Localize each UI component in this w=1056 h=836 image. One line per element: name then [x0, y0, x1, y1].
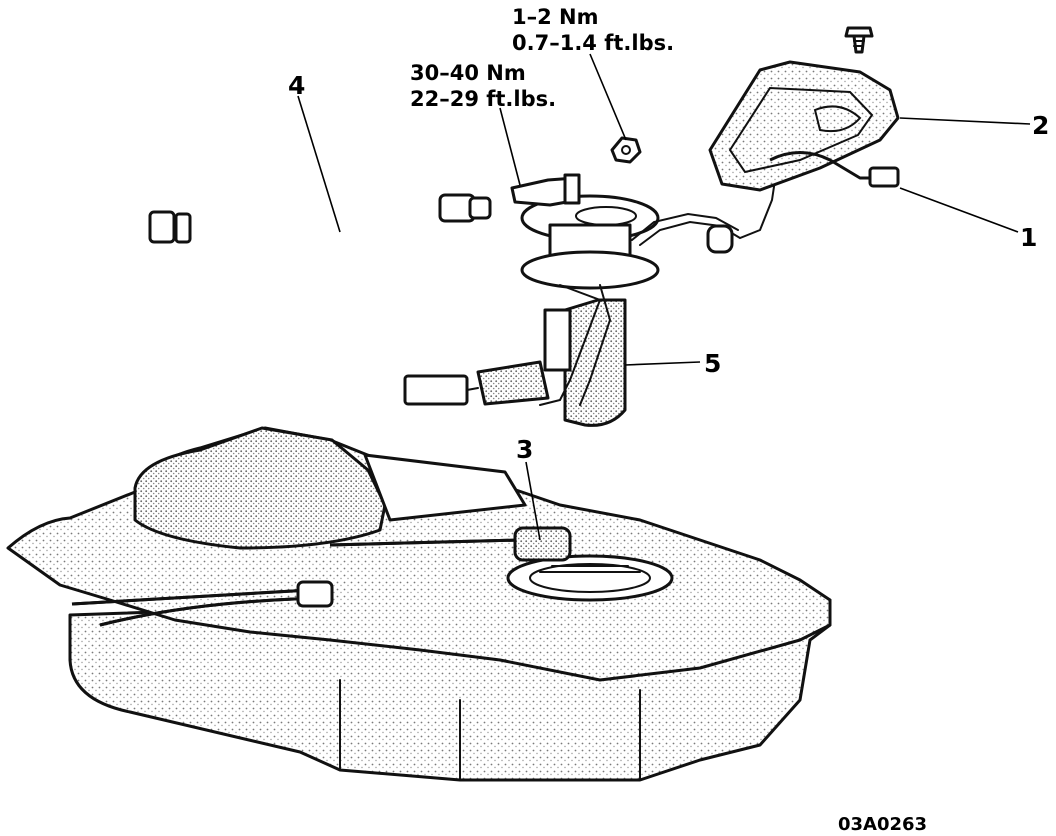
fuel-pump-assembly [403, 173, 776, 427]
figure-code: 03A0263 [838, 814, 927, 835]
leader-torque-hose [499, 107, 521, 186]
torque-spec-hose: 30–40 Nm 22–29 ft.lbs. [410, 61, 556, 111]
torque-hose-line2: 22–29 ft.lbs. [410, 87, 556, 111]
leader-5 [624, 361, 701, 366]
fuel-hose [14, 193, 492, 244]
callout-2: 2 [1032, 111, 1049, 140]
leader-torque-screw [589, 53, 627, 141]
fuel-tank [6, 426, 832, 782]
callout-4: 4 [288, 71, 305, 100]
leader-lines [297, 53, 1031, 541]
torque-screw-line2: 0.7–1.4 ft.lbs. [512, 31, 674, 55]
torque-spec-screw: 1–2 Nm 0.7–1.4 ft.lbs. [512, 5, 674, 55]
leader-2 [899, 117, 1031, 125]
callout-5: 5 [704, 349, 721, 378]
callout-3: 3 [516, 435, 533, 464]
access-cover [708, 60, 900, 192]
callout-1: 1 [1020, 223, 1037, 252]
torque-screw-line1: 1–2 Nm [512, 5, 599, 29]
leader-3 [525, 461, 541, 541]
screw-icon [844, 26, 874, 54]
leader-1 [899, 187, 1019, 233]
leader-4 [297, 95, 341, 233]
retaining-nut [610, 136, 642, 164]
torque-hose-line1: 30–40 Nm [410, 61, 526, 85]
